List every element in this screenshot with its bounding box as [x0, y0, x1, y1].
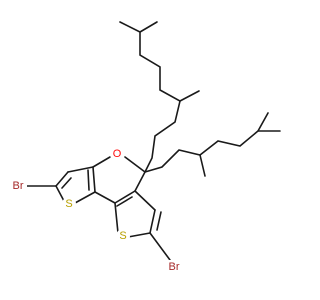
oxygen-label: O [113, 148, 122, 160]
upper-chain-methyl-top [139, 21, 158, 33]
atom-labels: O S S Br Br [9, 147, 183, 274]
oxygen-atom: O [110, 147, 124, 161]
bromine-atom-left: Br [9, 179, 27, 193]
bond-c3b-c3a [92, 166, 96, 193]
bond-o-c3a [92, 156, 111, 168]
bond-s4-c7b [114, 202, 119, 234]
bond-c3-c2 [55, 171, 69, 187]
bond-s1-c3b [74, 191, 96, 204]
lower-chain-methyl-mid [199, 154, 206, 177]
bond-c-quaternary-c7a [134, 171, 146, 192]
lower-alkyl-chain [144, 112, 269, 173]
sulfur-atom-right: S [116, 229, 130, 243]
bond-c2-s1 [55, 185, 65, 202]
sulfur-left-label: S [65, 198, 72, 210]
bond-c5-s4 [127, 232, 151, 238]
double-bond-c3b-c3a [87, 169, 90, 191]
molecule-diagram: O S S Br Br [9, 21, 281, 274]
double-bond-c7a-c7b [116, 196, 133, 207]
bond-c7a-c6 [134, 190, 156, 211]
bond-c6-c5 [149, 209, 156, 234]
bond-o-c-quaternary [124, 156, 146, 173]
bromine-right-label: Br [169, 261, 180, 273]
bond-skeleton [24, 21, 281, 261]
double-bond-c3-c2 [61, 177, 72, 189]
bond-c7a-c7b [114, 190, 136, 204]
bond-c5-br [149, 232, 171, 261]
bromine-atom-right: Br [165, 260, 183, 274]
bond-c3a-c3 [67, 166, 94, 173]
upper-alkyl-chain [119, 21, 181, 173]
bromine-left-label: Br [13, 180, 24, 192]
double-bond-c6-c5 [156, 211, 162, 231]
upper-chain-methyl-mid [179, 90, 200, 102]
sulfur-atom-left: S [62, 197, 76, 211]
bond-c7b-c3b [94, 191, 116, 204]
sulfur-right-label: S [119, 230, 126, 242]
